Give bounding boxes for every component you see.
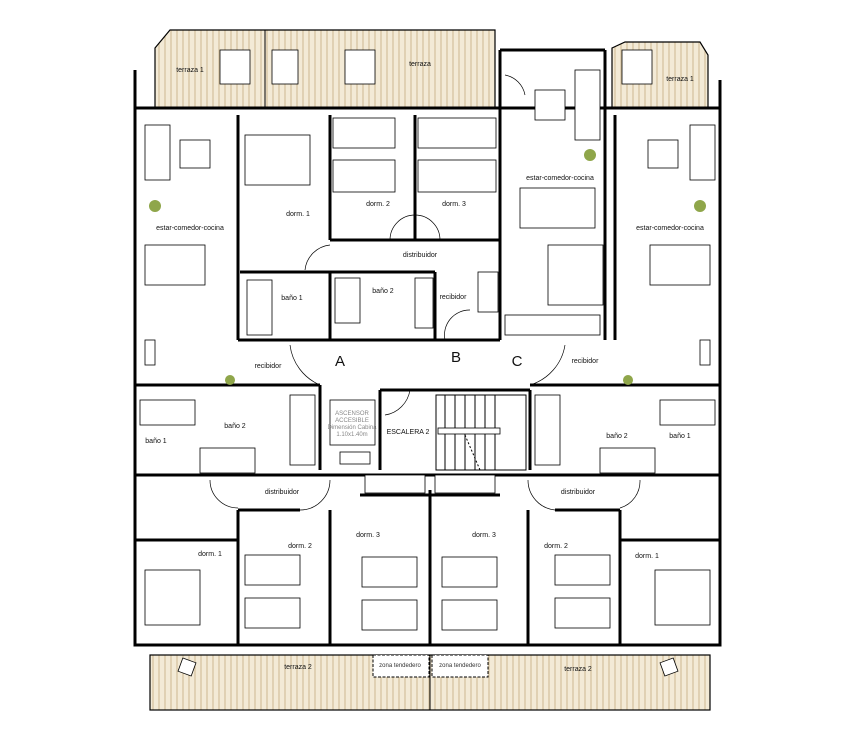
plant-icon [149, 200, 161, 212]
label-hall-left: distribuidor [265, 489, 300, 496]
label-left-bath1: baño 1 [145, 438, 167, 445]
label-living-center: estar-comedor-cocina [526, 175, 594, 182]
label-bath2: baño 2 [372, 288, 394, 295]
label-elevator-1: ASCENSOR [335, 411, 369, 417]
plant-icon [225, 375, 235, 385]
label-dorm2-right: dorm. 2 [544, 543, 568, 550]
label-bath1: baño 1 [281, 295, 303, 302]
clothesline-zone-left [372, 654, 430, 678]
walls [133, 48, 722, 647]
label-left-bath2: baño 2 [224, 423, 246, 430]
label-terrace-top-left: terraza 1 [176, 67, 204, 74]
label-entry: recibidor [440, 294, 468, 301]
label-door-a: A [335, 353, 345, 370]
label-dorm3-left: dorm. 3 [356, 532, 380, 539]
label-terrace-bottom-left: terraza 2 [284, 664, 312, 671]
terrace-top [154, 29, 496, 109]
label-dorm1: dorm. 1 [286, 211, 310, 218]
furniture [139, 69, 716, 631]
label-dorm1-right: dorm. 1 [635, 553, 659, 560]
terraces [149, 29, 711, 711]
label-entry-right: recibidor [572, 358, 600, 365]
label-terrace-top-right: terraza 1 [666, 76, 694, 83]
label-hall-right: distribuidor [561, 489, 596, 496]
label-dorm3-right: dorm. 3 [472, 532, 496, 539]
room-labels: terraza 1 terraza terraza 1 dorm. 1 dorm… [145, 61, 704, 673]
label-living-left: estar-comedor-cocina [156, 225, 224, 232]
label-entry-left: recibidor [255, 363, 283, 370]
doors [209, 74, 641, 511]
label-clothesline-left: zona tendedero [379, 663, 421, 669]
label-elevator-4: 1.10x1.40m [336, 432, 367, 438]
label-right-bath2: baño 2 [606, 433, 628, 440]
label-terrace-top: terraza [409, 61, 431, 68]
label-clothesline-right: zona tendedero [439, 663, 481, 669]
label-dorm1-left: dorm. 1 [198, 551, 222, 558]
label-stair: ESCALERA 2 [387, 429, 430, 436]
label-dorm3: dorm. 3 [442, 201, 466, 208]
label-dorm2: dorm. 2 [366, 201, 390, 208]
label-elevator-3: Dimensión Cabina [327, 425, 377, 431]
stair [435, 394, 527, 471]
label-hall: distribuidor [403, 252, 438, 259]
plant-icon [694, 200, 706, 212]
label-door-b: B [451, 349, 461, 366]
label-elevator-2: ACCESIBLE [335, 418, 369, 424]
clothesline-zone-right [431, 654, 489, 678]
label-living-right: estar-comedor-cocina [636, 225, 704, 232]
label-door-c: C [512, 353, 523, 370]
label-terrace-bottom-right: terraza 2 [564, 666, 592, 673]
label-right-bath1: baño 1 [669, 433, 691, 440]
plant-icon [623, 375, 633, 385]
plant-icon [584, 149, 596, 161]
label-dorm2-left: dorm. 2 [288, 543, 312, 550]
